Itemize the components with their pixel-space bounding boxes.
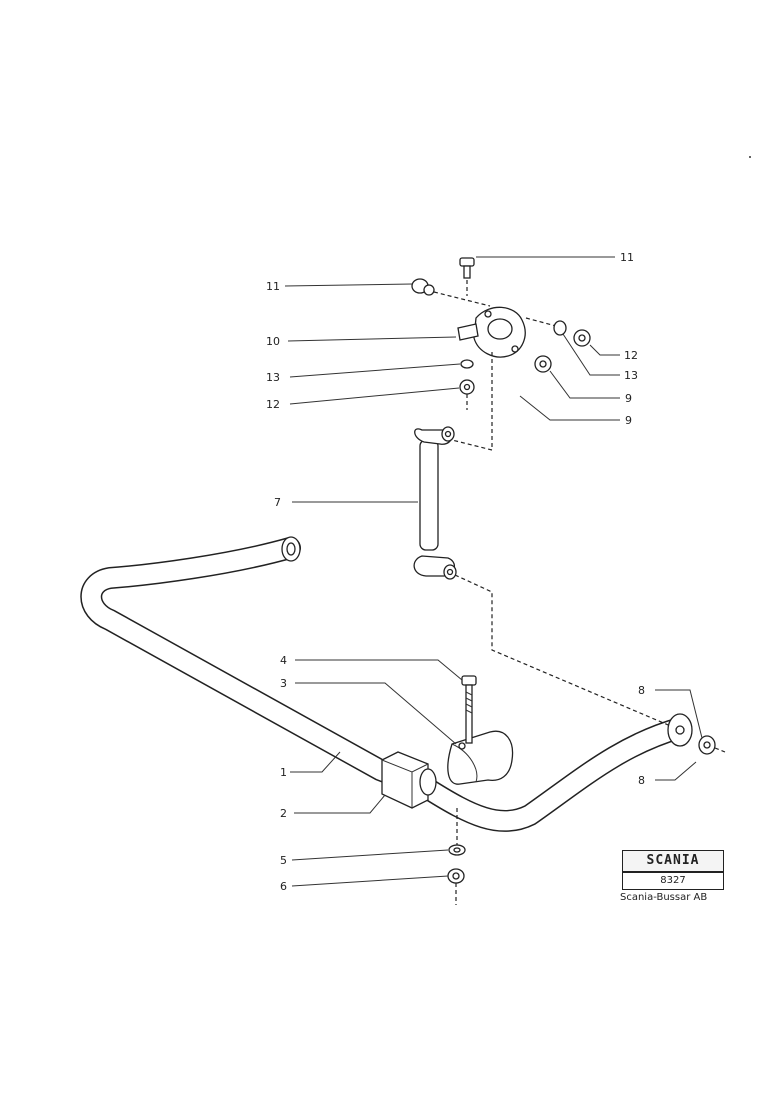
callout-9-lower: 9 (625, 414, 632, 427)
callout-9-upper: 9 (625, 392, 632, 405)
brand-logo: SCANIA (622, 850, 724, 872)
left-washer-and-nut (459, 359, 475, 410)
callout-2: 2 (280, 807, 287, 820)
callout-11-top-right: 11 (620, 251, 634, 264)
upper-assembly-axis (451, 352, 493, 451)
drawing-number: 8327 (622, 872, 724, 890)
callout-13-right: 13 (624, 369, 638, 382)
callout-10: 10 (266, 335, 280, 348)
mid-nut (534, 355, 552, 373)
upper-mount-bracket (457, 306, 526, 358)
callout-8-upper: 8 (638, 684, 645, 697)
right-washer-and-nut (525, 317, 591, 347)
rubber-bushing (381, 751, 437, 809)
callout-1: 1 (280, 766, 287, 779)
callout-12-right: 12 (624, 349, 638, 362)
left-bolt (411, 278, 491, 307)
callout-13-left: 13 (266, 371, 280, 384)
upper-bolt (459, 257, 475, 296)
callout-7: 7 (274, 496, 281, 509)
callout-6: 6 (280, 880, 287, 893)
lower-assembly-axis (454, 574, 681, 731)
callout-4: 4 (280, 654, 287, 667)
leader-lines (284, 256, 703, 887)
callout-3: 3 (280, 677, 287, 690)
clamp-bracket (447, 730, 514, 785)
speck (749, 156, 751, 158)
bar-end-nut (667, 713, 726, 755)
callout-12-left: 12 (266, 398, 280, 411)
link-rod (413, 426, 457, 580)
callout-numbers: 11 11 10 13 12 12 13 9 9 7 4 3 1 2 5 6 8… (266, 251, 645, 893)
lower-washer-and-nut (447, 808, 466, 905)
mounting-bolt (461, 675, 477, 744)
callout-8-lower: 8 (638, 774, 645, 787)
title-block: SCANIA 8327 Scania-Bussar AB (620, 850, 724, 906)
company-name: Scania-Bussar AB (620, 892, 708, 903)
callout-11-left: 11 (266, 280, 280, 293)
callout-5: 5 (280, 854, 287, 867)
